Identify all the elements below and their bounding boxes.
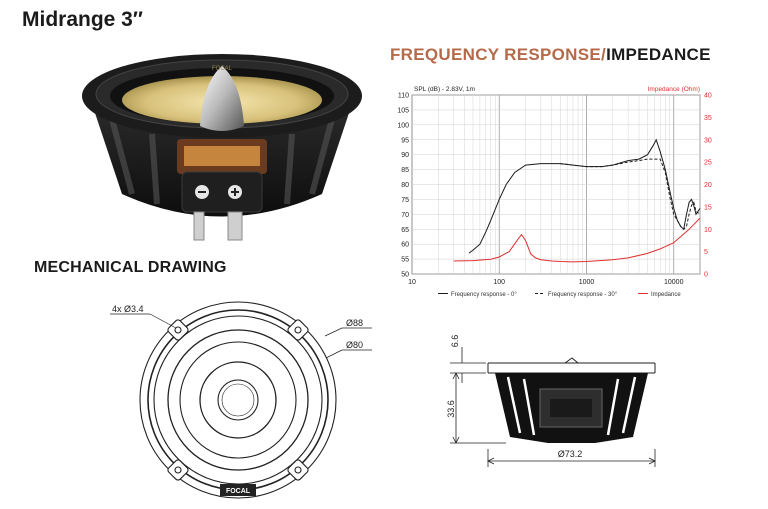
left-axis-label: SPL (dB) - 2.83V, 1m: [414, 86, 475, 93]
legend-label: Frequency response - 30°: [548, 292, 618, 298]
y-tick-left: 90: [401, 152, 409, 159]
fr-title-part1: FREQUENCY RESPONSE: [390, 45, 602, 64]
series-line: [453, 217, 701, 263]
y-tick-right: 25: [704, 160, 712, 167]
y-tick-right: 35: [704, 115, 712, 122]
depth-dimension-label: 33.6: [446, 400, 456, 418]
x-tick: 10: [408, 279, 416, 286]
y-tick-right: 10: [704, 227, 712, 234]
y-tick-left: 75: [401, 197, 409, 204]
y-tick-right: 40: [704, 93, 712, 100]
y-tick-right: 20: [704, 182, 712, 189]
y-tick-left: 85: [401, 167, 409, 174]
speaker-motor: [177, 139, 267, 174]
side-basket: [495, 373, 648, 443]
series-line: [468, 138, 701, 254]
flange-dimension-label: 6.6: [450, 335, 460, 348]
holes-dimension-label: 4x Ø3.4: [112, 304, 144, 314]
grid-lines: [411, 94, 701, 275]
legend-label: Frequency response - 0°: [451, 292, 517, 298]
y-tick-left: 110: [398, 93, 409, 100]
series-layer: [453, 138, 701, 263]
outer-frame-circle: [139, 301, 337, 499]
right-axis-label: Impedance (Ohm): [648, 86, 700, 93]
y-tick-right: 5: [704, 249, 708, 256]
fr-title-separator: /: [601, 45, 607, 64]
inner-diameter-label: Ø80: [346, 340, 363, 350]
x-tick: 100: [493, 279, 505, 286]
page-title: Midrange 3″: [22, 8, 143, 31]
chart-legend: Frequency response - 0° Frequency respons…: [438, 292, 681, 298]
y-tick-left: 95: [401, 137, 409, 144]
x-tick: 10000: [664, 279, 684, 286]
tick-labels: 50 55 60 65 70 75 80 85 90 95 100 105 110 0 5 10 15 20 25 3…: [397, 93, 712, 287]
frequency-response-title: FREQUENCY RESPONSE/IMPEDANCE: [390, 45, 711, 65]
front-view-drawing: 4x Ø3.4 Ø88 Ø80 FOCAL: [110, 301, 372, 499]
y-tick-left: 70: [401, 212, 409, 219]
y-tick-right: 30: [704, 137, 712, 144]
width-dimension-label: Ø73.2: [558, 449, 583, 459]
speaker-photo: FOCAL: [82, 54, 362, 241]
frequency-response-chart: 50 55 60 65 70 75 80 85 90 95 100 105 110 0 5 10 15 20 25 3…: [397, 86, 712, 298]
y-tick-left: 80: [401, 182, 409, 189]
y-tick-right: 0: [704, 272, 708, 279]
series-line: [560, 158, 701, 231]
outer-diameter-label: Ø88: [346, 318, 363, 328]
y-tick-left: 50: [401, 272, 409, 279]
y-tick-left: 55: [401, 257, 409, 264]
phase-plug: [200, 66, 244, 131]
fr-title-part2: IMPEDANCE: [606, 45, 711, 64]
legend-label: Impedance: [651, 292, 681, 298]
x-tick: 1000: [579, 279, 595, 286]
y-tick-left: 65: [401, 227, 409, 234]
brand-plate-label: FOCAL: [226, 488, 251, 495]
mounting-holes: [167, 319, 309, 481]
y-tick-left: 100: [397, 122, 409, 129]
photo-brand-label: FOCAL: [212, 66, 233, 72]
mechanical-drawing-title: MECHANICAL DRAWING: [34, 259, 227, 276]
y-tick-left: 60: [401, 242, 409, 249]
brand-plate: [220, 484, 256, 496]
side-view-drawing: 33.6 6.6 Ø73.2: [446, 335, 656, 467]
speaker-terminal-block: [181, 171, 263, 241]
y-tick-left: 105: [397, 107, 409, 114]
y-tick-right: 15: [704, 204, 712, 211]
